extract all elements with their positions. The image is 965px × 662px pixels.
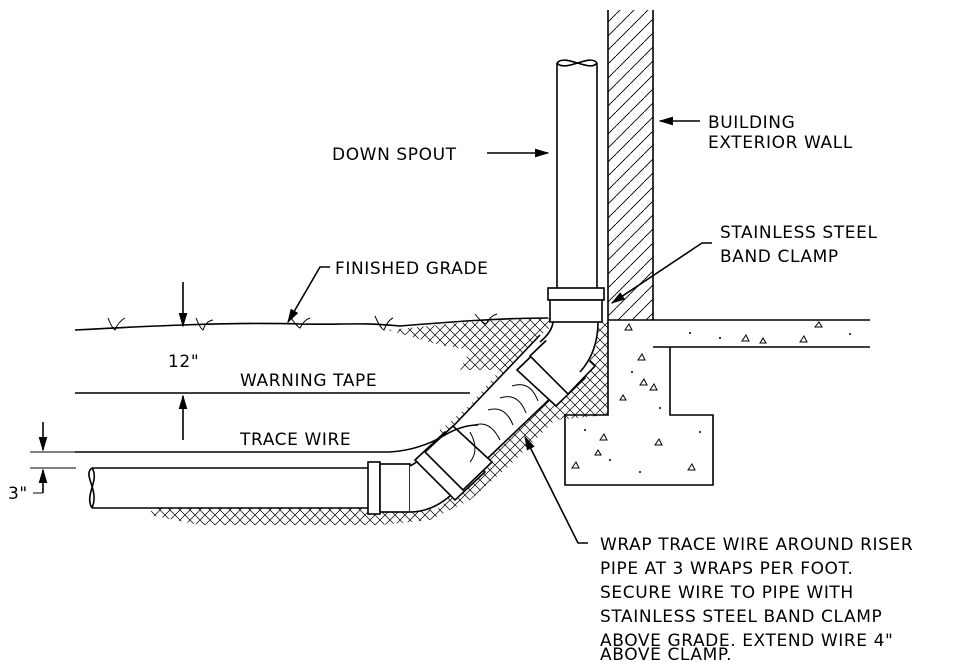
band-clamp — [547, 287, 605, 323]
backfill-soil — [150, 318, 608, 525]
lateral-pipe — [88, 461, 411, 515]
riser-pipe — [409, 318, 599, 513]
down-spout-label: DOWN SPOUT — [332, 145, 457, 165]
wall-label-line1: BUILDING — [708, 113, 795, 133]
clamp-label-line1: STAINLESS STEEL — [720, 223, 878, 243]
depth-12-label: 12" — [168, 352, 199, 372]
depth-3-dimension — [30, 422, 76, 494]
trace-wire-line — [75, 424, 479, 453]
down-spout-pipe — [547, 59, 605, 323]
depth-3-label: 3" — [8, 484, 28, 504]
trace-wire-label: TRACE WIRE — [239, 430, 351, 450]
trace-wire-wraps — [469, 384, 539, 463]
clamp-leader — [610, 242, 712, 304]
clamp-label-line2: BAND CLAMP — [720, 247, 839, 267]
concrete-foundation — [564, 319, 870, 486]
building-exterior-wall — [607, 10, 654, 320]
concrete-aggregate-marks — [571, 321, 823, 471]
note-line: SECURE WIRE TO PIPE WITH — [600, 583, 854, 603]
installation-note: WRAP TRACE WIRE AROUND RISER PIPE AT 3 W… — [600, 535, 913, 662]
coupling-hub — [367, 461, 411, 515]
finished-grade-leader — [287, 266, 330, 324]
finished-grade-label: FINISHED GRADE — [335, 259, 489, 279]
concrete-dots — [584, 332, 851, 473]
note-line: WRAP TRACE WIRE AROUND RISER — [600, 535, 913, 555]
warning-tape-label: WARNING TAPE — [240, 371, 377, 391]
note-line: PIPE AT 3 WRAPS PER FOOT. — [600, 559, 854, 579]
note-line: ABOVE CLAMP. — [600, 645, 732, 662]
note-line: STAINLESS STEEL BAND CLAMP — [600, 607, 882, 627]
note-line: ABOVE GRADE. EXTEND WIRE 4" — [600, 631, 893, 651]
note-leader — [524, 435, 588, 544]
wall-label-line2: EXTERIOR WALL — [708, 133, 853, 153]
